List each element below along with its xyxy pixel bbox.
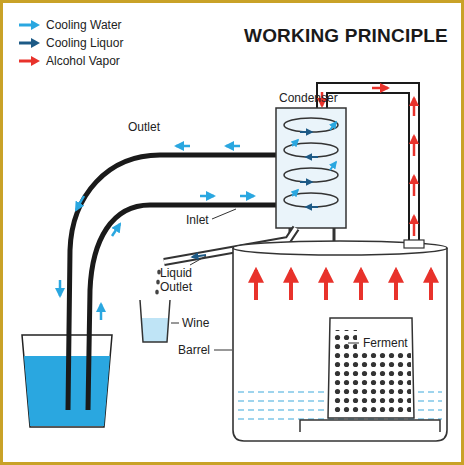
legend-arrow (18, 55, 42, 67)
legend-arrow (18, 19, 42, 31)
part-label: Inlet (186, 213, 209, 227)
part-label: Condenser (279, 91, 338, 105)
legend-text: Cooling Water (46, 18, 122, 32)
title-heading: WORKING PRINCIPLE (244, 25, 448, 47)
part-label: Ferment (361, 336, 410, 350)
legend-text: Cooling Liquor (46, 36, 123, 50)
part-label: Outlet (128, 120, 160, 134)
part-label: Wine (182, 316, 209, 330)
legend-arrow (18, 37, 42, 49)
legend-text: Alcohol Vapor (46, 54, 120, 68)
part-label: Liquid Outlet (150, 266, 192, 294)
part-label: Barrel (178, 343, 210, 357)
